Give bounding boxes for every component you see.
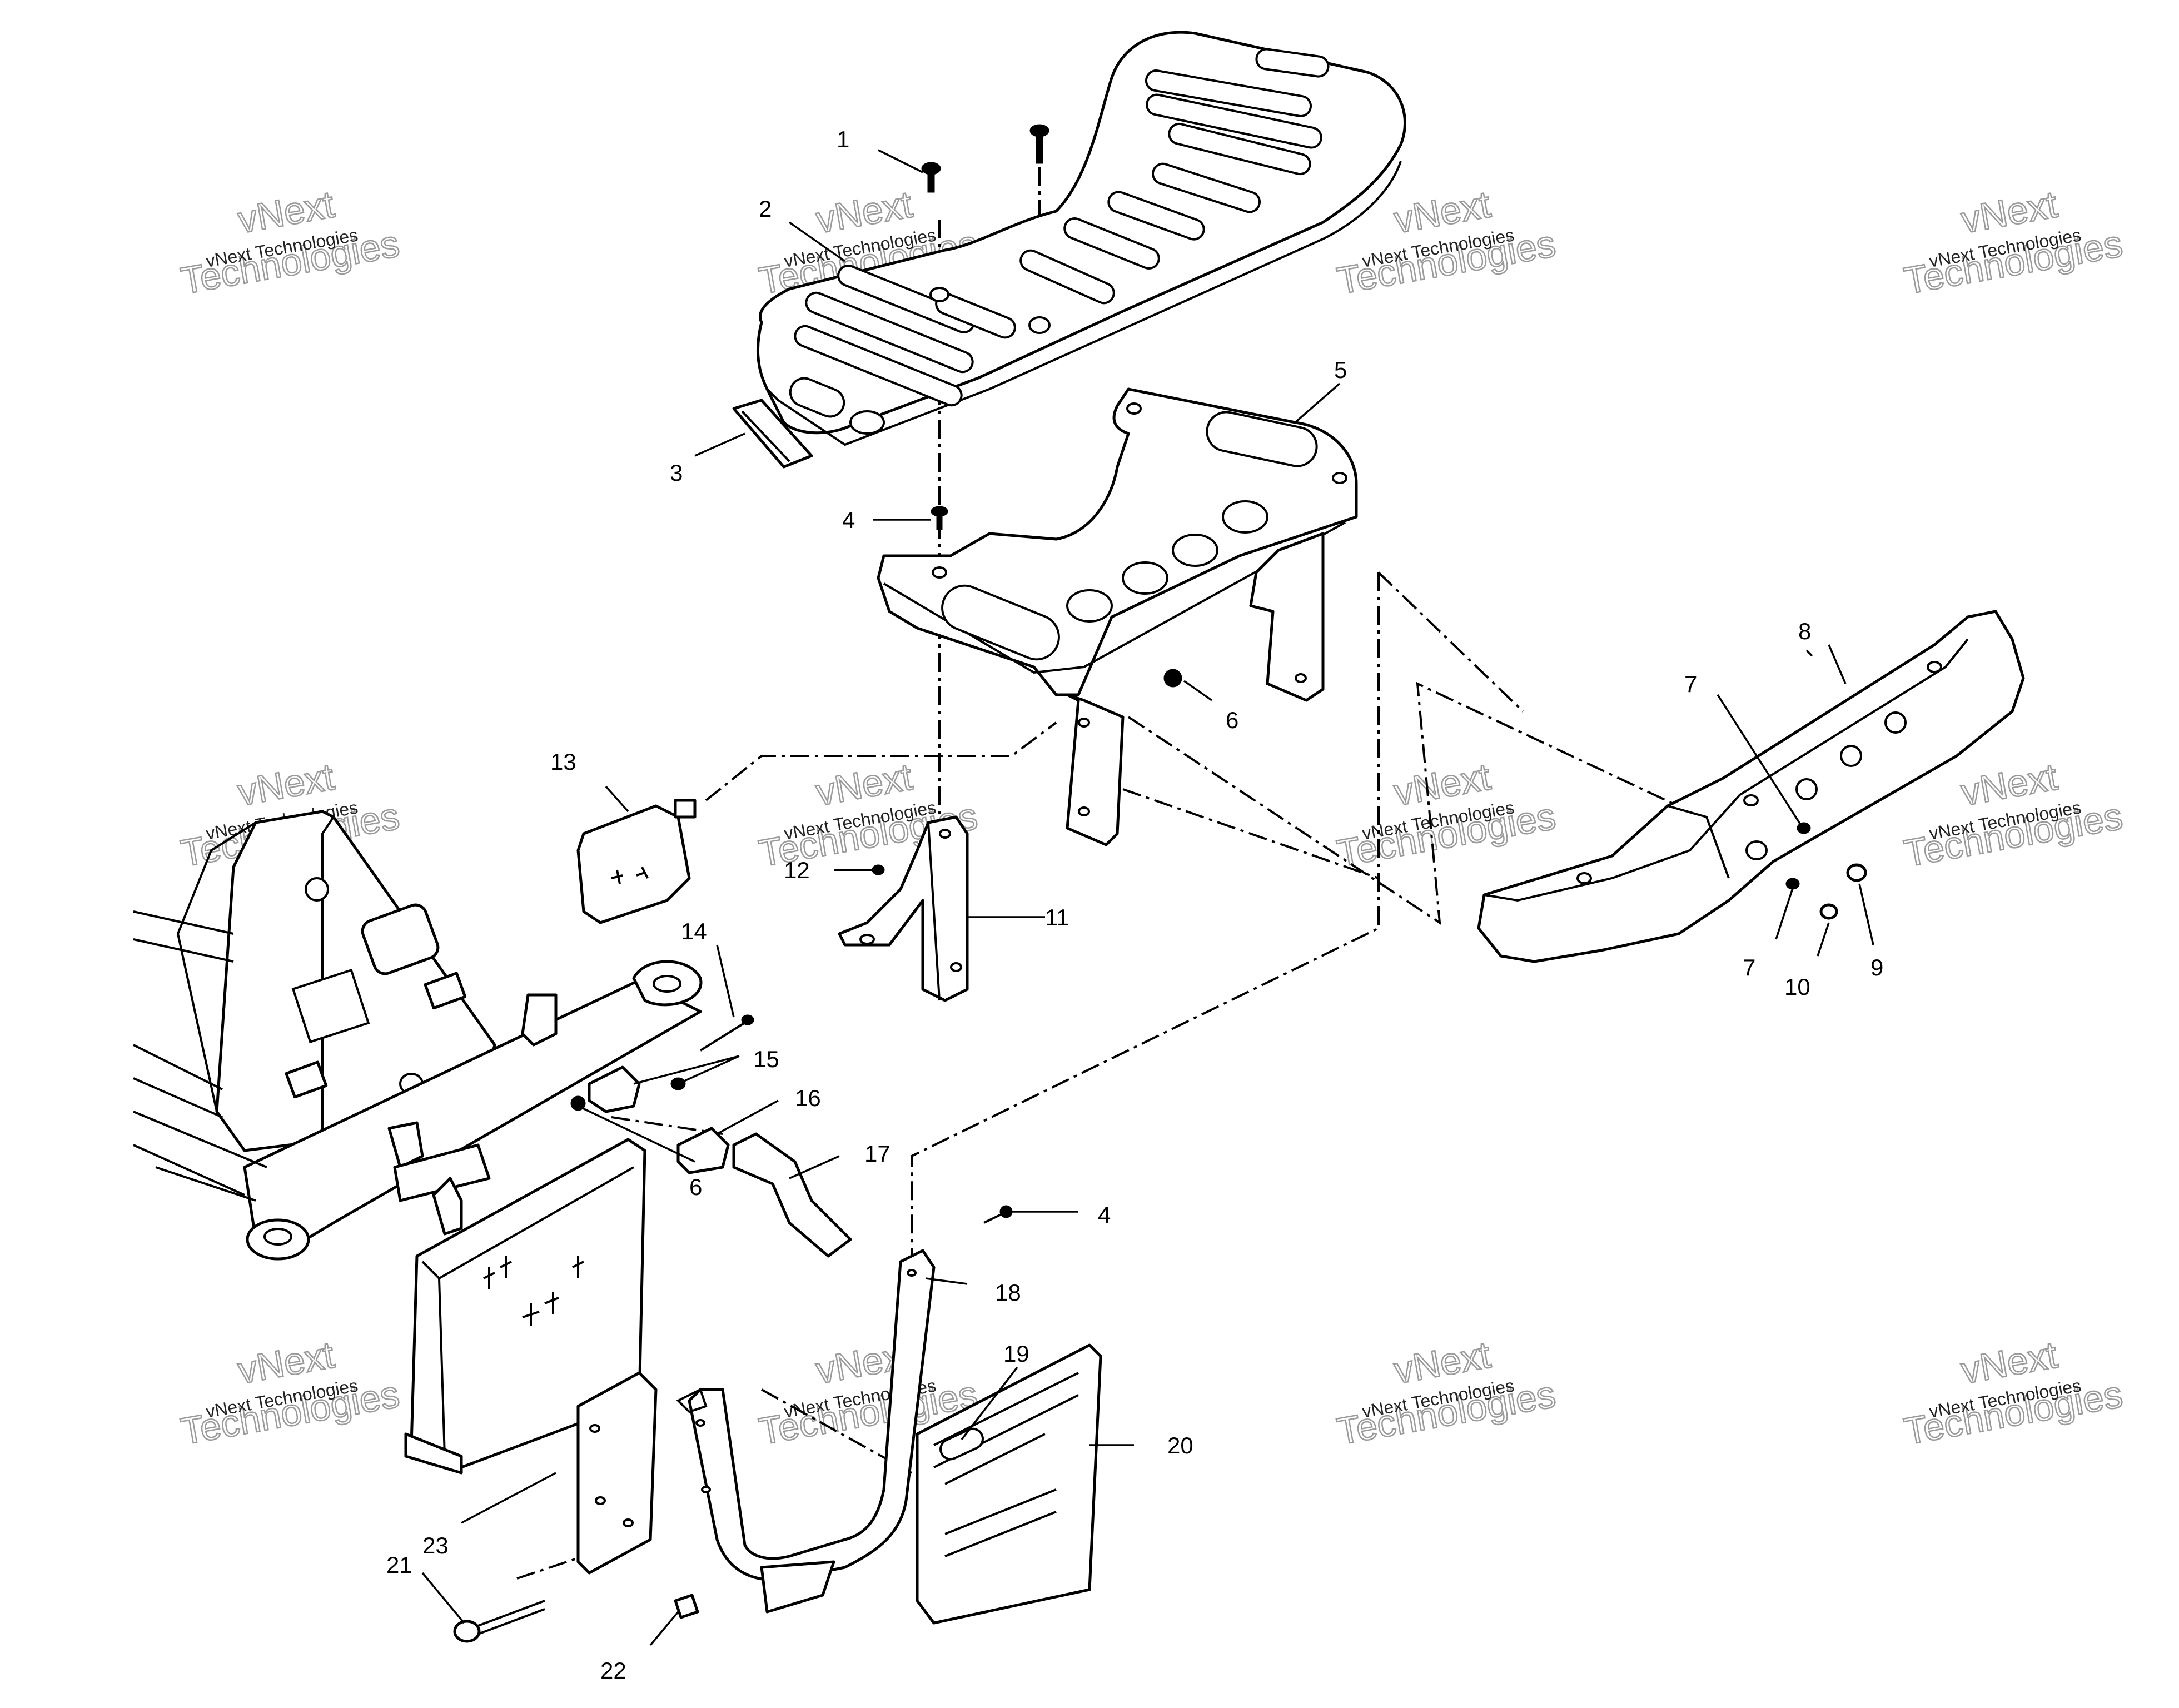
callout-10: 10 <box>1784 974 1810 1000</box>
callout-11: 11 <box>1045 904 1069 930</box>
radiator <box>404 1138 646 1475</box>
callout-7b: 7 <box>1743 954 1755 980</box>
callout-16: 16 <box>795 1085 821 1111</box>
rack-slots <box>789 48 1330 435</box>
bumper-hardware <box>1785 822 1867 920</box>
headlight-bracket <box>838 815 969 1002</box>
callout-7a: 7 <box>1684 671 1697 697</box>
callout-6b: 6 <box>689 1174 702 1200</box>
callout-4b: 4 <box>1098 1202 1111 1228</box>
callout-21: 21 <box>386 1552 412 1578</box>
callout-5: 5 <box>1334 357 1347 383</box>
callout-2: 2 <box>759 196 772 222</box>
block-16 <box>676 1127 730 1174</box>
front-guard <box>676 1249 936 1614</box>
callouts: 1 2 3 4 4 5 6 6 7 7 8 9 10 11 12 13 14 1… <box>386 126 1883 1684</box>
tow-hitch-parts <box>570 1014 754 1174</box>
front-rack <box>756 31 1406 446</box>
bolt-1 <box>921 162 941 193</box>
screw-4a <box>931 506 948 530</box>
bolt-10 <box>1819 903 1838 920</box>
bracket-15 <box>588 1065 641 1113</box>
callout-14: 14 <box>681 918 707 944</box>
long-bolt-21 <box>453 1600 545 1643</box>
callout-19: 19 <box>1003 1341 1029 1367</box>
callout-17: 17 <box>864 1141 890 1167</box>
washer-7a <box>1797 822 1811 834</box>
callout-3: 3 <box>670 460 683 486</box>
callout-15: 15 <box>753 1046 779 1072</box>
assembly-lines <box>516 133 1690 1580</box>
watermark: vNext Technologies vNext Technologies <box>1334 755 1560 875</box>
callout-leaders <box>421 149 1874 1646</box>
callout-18: 18 <box>995 1279 1021 1306</box>
callout-22: 22 <box>600 1657 626 1684</box>
bolt-1b <box>1029 124 1049 164</box>
bolt-14 <box>699 1022 746 1052</box>
guard-tube <box>732 1132 852 1258</box>
callout-4a: 4 <box>842 507 855 533</box>
watermark: vNext Technologies vNext Technologies <box>1901 1333 2127 1453</box>
callout-9: 9 <box>1870 954 1883 980</box>
rack-support <box>877 387 1358 846</box>
rack-bolts <box>921 124 1049 193</box>
watermark: vNext Technologies vNext Technologies <box>177 1333 404 1453</box>
callout-1: 1 <box>837 126 849 152</box>
screw-4b <box>983 1205 1013 1224</box>
side-panel <box>916 1343 1102 1625</box>
washer-7b <box>1785 878 1800 890</box>
nut-6a <box>1163 669 1182 688</box>
watermark: vNext Technologies vNext Technologies <box>1901 182 2127 303</box>
watermark: vNext Technologies vNext Technologies <box>177 182 404 303</box>
callout-20: 20 <box>1167 1432 1193 1458</box>
front-bumper <box>1477 610 2025 963</box>
nut-22 <box>674 1594 699 1619</box>
headlight <box>576 799 697 924</box>
callout-13: 13 <box>550 749 576 775</box>
reflector <box>732 399 813 469</box>
callout-12: 12 <box>784 857 810 883</box>
radiator-guard-plate <box>576 1371 658 1575</box>
watermark: vNext Technologies vNext Technologies <box>1334 1333 1560 1453</box>
vehicle-frame <box>133 810 703 1261</box>
screw-12 <box>834 864 885 875</box>
bolt-9 <box>1846 863 1867 882</box>
callout-23: 23 <box>422 1532 449 1558</box>
callout-6a: 6 <box>1226 707 1238 733</box>
callout-8: 8 <box>1798 618 1811 644</box>
